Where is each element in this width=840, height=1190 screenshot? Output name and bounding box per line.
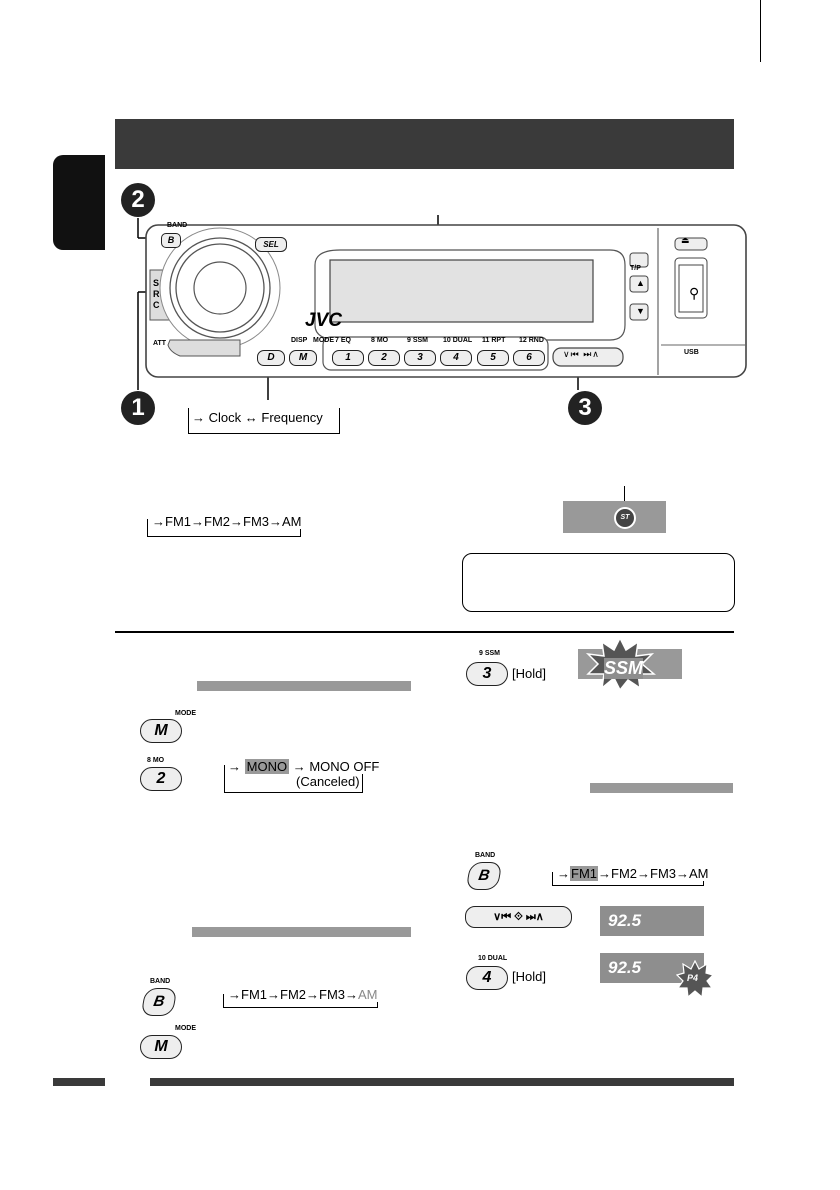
left-heading-bar-2 bbox=[192, 927, 411, 937]
footer-bar-right bbox=[150, 1078, 734, 1086]
band-button-left[interactable]: B bbox=[140, 988, 178, 1016]
seek-button[interactable]: ∨⏮ ⟐ ⏭∧ bbox=[465, 906, 572, 928]
mo-label: 8 MO bbox=[147, 757, 165, 764]
dual-label: 10 DUAL bbox=[478, 955, 508, 962]
disp-button[interactable]: D bbox=[257, 350, 285, 366]
canceled-note: (Canceled) bbox=[296, 774, 360, 789]
mode-label-left: MODE bbox=[175, 710, 196, 717]
band-right-fm2: FM2 bbox=[611, 866, 637, 881]
eject-icon[interactable]: ⏏ bbox=[681, 235, 690, 245]
preset-button-5[interactable]: 5 bbox=[477, 350, 509, 366]
band-fm1: FM1 bbox=[165, 514, 191, 529]
band-left-am: AM bbox=[358, 987, 378, 1002]
page-edge-line bbox=[760, 0, 761, 62]
mode-label-left-2: MODE bbox=[175, 1025, 196, 1032]
band-cycle-right: →FM1→FM2→FM3→AM bbox=[555, 866, 711, 881]
band-label: BAND bbox=[167, 222, 188, 229]
att-label: ATT bbox=[153, 340, 167, 347]
ssm-label: 9 SSM bbox=[479, 650, 501, 657]
st-leader-line bbox=[624, 486, 625, 502]
hold-label-2: [Hold] bbox=[512, 969, 546, 984]
seek-icons[interactable]: ∨⏮ ⏭∧ bbox=[563, 349, 600, 359]
preset-label-2: 8 MO bbox=[371, 337, 389, 344]
preset-badge-starburst-icon bbox=[676, 960, 714, 998]
mono-cycle: → MONO → MONO OFF bbox=[226, 759, 382, 774]
freq-display-1-text: 92.5 bbox=[608, 911, 642, 930]
language-side-tab bbox=[53, 155, 105, 250]
mode-button[interactable]: M bbox=[289, 350, 317, 366]
preset-label-4: 10 DUAL bbox=[443, 337, 473, 344]
preset-2-button[interactable]: 2 bbox=[140, 767, 182, 791]
usb-icon: ⚲ bbox=[689, 285, 700, 301]
step-3-badge: 3 bbox=[568, 391, 602, 425]
mode-label: MODE bbox=[313, 337, 334, 344]
ssm-display-text: SSM bbox=[604, 658, 644, 679]
preset-group: 7 EQ 8 MO 9 SSM 10 DUAL 11 RPT 12 RND 1 … bbox=[330, 337, 550, 367]
band-button-right[interactable]: B bbox=[465, 862, 503, 890]
hold-label-1: [Hold] bbox=[512, 666, 546, 681]
preset-label-5: 11 RPT bbox=[482, 337, 506, 344]
preset-label-3: 9 SSM bbox=[407, 337, 429, 344]
preset-badge: P4 bbox=[687, 973, 699, 983]
band-label-left: BAND bbox=[150, 978, 171, 985]
faceplate-illustration bbox=[137, 215, 747, 400]
st-indicator-icon: ST bbox=[614, 507, 636, 529]
mono-option: MONO bbox=[244, 759, 290, 774]
freq-display-2-text: 92.5 bbox=[608, 958, 642, 977]
usb-label: USB bbox=[684, 349, 699, 356]
preset-button-3[interactable]: 3 bbox=[404, 350, 436, 366]
section-header-bar bbox=[115, 119, 734, 169]
clock-frequency-row: → Clock ↔ Frequency bbox=[190, 410, 325, 425]
band-label-right: BAND bbox=[475, 852, 496, 859]
band-fm3: FM3 bbox=[243, 514, 269, 529]
step-2-badge: 2 bbox=[121, 183, 155, 217]
down-arrow-icon[interactable]: ▼ bbox=[636, 306, 645, 316]
preset-label-6: 12 RND bbox=[519, 337, 544, 344]
preset-4-button[interactable]: 4 bbox=[466, 966, 508, 990]
step-1-badge: 1 bbox=[121, 391, 155, 425]
frequency-label: Frequency bbox=[261, 410, 323, 425]
src-button-label[interactable]: S R C bbox=[153, 278, 160, 310]
preset-button-2[interactable]: 2 bbox=[368, 350, 400, 366]
band-left-fm3: FM3 bbox=[319, 987, 345, 1002]
section-divider bbox=[115, 631, 734, 633]
preset-button-1[interactable]: 1 bbox=[332, 350, 364, 366]
band-button[interactable]: B bbox=[161, 233, 181, 248]
left-heading-bar-1 bbox=[197, 681, 411, 691]
footer-bar-left bbox=[53, 1078, 105, 1086]
freq-display-1: 92.5 bbox=[600, 906, 704, 936]
band-left-fm2: FM2 bbox=[280, 987, 306, 1002]
clock-label: Clock bbox=[208, 410, 242, 425]
band-left-fm1: FM1 bbox=[241, 987, 267, 1002]
preset-label-1: 7 EQ bbox=[335, 337, 351, 344]
preset-button-6[interactable]: 6 bbox=[513, 350, 545, 366]
up-arrow-icon[interactable]: ▲ bbox=[636, 278, 645, 288]
disp-label: DISP bbox=[291, 337, 308, 344]
tp-label: T/P bbox=[630, 265, 641, 272]
preset-button-4[interactable]: 4 bbox=[440, 350, 472, 366]
note-box bbox=[462, 553, 735, 612]
band-am: AM bbox=[282, 514, 302, 529]
mode-button-left[interactable]: M bbox=[140, 719, 182, 743]
mono-off-option: MONO OFF bbox=[309, 759, 380, 774]
band-cycle-left: →FM1→FM2→FM3→AM bbox=[226, 987, 380, 1002]
band-cycle-top: →FM1→FM2→FM3→AM bbox=[150, 514, 304, 529]
clock-frequency-cycle bbox=[188, 408, 340, 434]
band-right-fm1: FM1 bbox=[570, 866, 598, 881]
right-heading-bar bbox=[590, 783, 733, 793]
band-fm2: FM2 bbox=[204, 514, 230, 529]
preset-3-button[interactable]: 3 bbox=[466, 662, 508, 686]
mode-button-left-2[interactable]: M bbox=[140, 1035, 182, 1059]
band-right-fm3: FM3 bbox=[650, 866, 676, 881]
sel-button[interactable]: SEL bbox=[255, 237, 287, 252]
jvc-logo: JVC bbox=[305, 310, 342, 331]
mono-cycle-frame bbox=[224, 765, 363, 793]
band-right-am: AM bbox=[689, 866, 709, 881]
